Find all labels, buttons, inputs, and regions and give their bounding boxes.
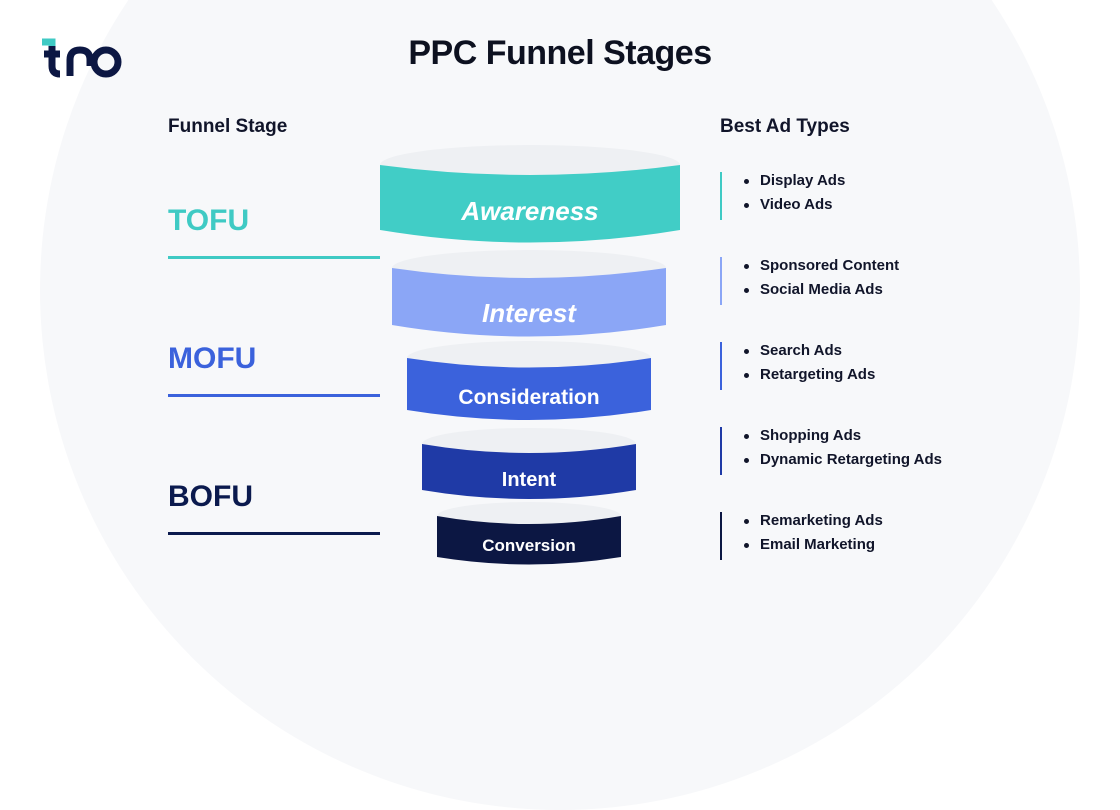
funnel-segment-awareness — [380, 165, 680, 243]
ad-types-consideration: Search Ads Retargeting Ads — [720, 342, 875, 390]
funnel-segment-conversion — [437, 516, 621, 565]
funnel-label-awareness: Awareness — [460, 196, 598, 226]
funnel-segment-intent — [422, 444, 636, 499]
funnel-segment-consideration — [407, 358, 651, 420]
stage-divider-tofu — [168, 256, 380, 259]
stage-divider-mofu — [168, 394, 380, 397]
ad-types-intent: Shopping Ads Dynamic Retargeting Ads — [720, 427, 942, 475]
stage-label-bofu: BOFU — [168, 480, 253, 513]
ad-types-heading: Best Ad Types — [720, 116, 850, 137]
list-item: Search Ads — [744, 339, 875, 363]
ad-types-awareness: Display Ads Video Ads — [720, 172, 845, 220]
page-title: PPC Funnel Stages — [408, 34, 712, 72]
ad-types-interest: Sponsored Content Social Media Ads — [720, 257, 899, 305]
funnel-label-conversion: Conversion — [482, 536, 576, 555]
list-item: Email Marketing — [744, 533, 883, 557]
list-item: Dynamic Retargeting Ads — [744, 448, 942, 472]
ad-types-conversion: Remarketing Ads Email Marketing — [720, 512, 883, 560]
list-item: Sponsored Content — [744, 254, 899, 278]
stage-label-mofu: MOFU — [168, 342, 257, 375]
list-item: Retargeting Ads — [744, 363, 875, 387]
stage-divider-bofu — [168, 532, 380, 535]
brand-logo-icon — [42, 38, 122, 78]
list-item: Shopping Ads — [744, 424, 942, 448]
list-item: Video Ads — [744, 193, 845, 217]
funnel-diagram: Awareness Interest Consideration Intent … — [380, 165, 680, 565]
funnel-label-intent: Intent — [502, 469, 557, 491]
list-item: Social Media Ads — [744, 278, 899, 302]
list-item: Display Ads — [744, 169, 845, 193]
list-item: Remarketing Ads — [744, 509, 883, 533]
stage-label-tofu: TOFU — [168, 204, 250, 237]
funnel-segment-interest — [392, 268, 666, 337]
funnel-label-interest: Interest — [482, 298, 577, 328]
funnel-stage-heading: Funnel Stage — [168, 116, 288, 137]
funnel-label-consideration: Consideration — [458, 386, 599, 409]
